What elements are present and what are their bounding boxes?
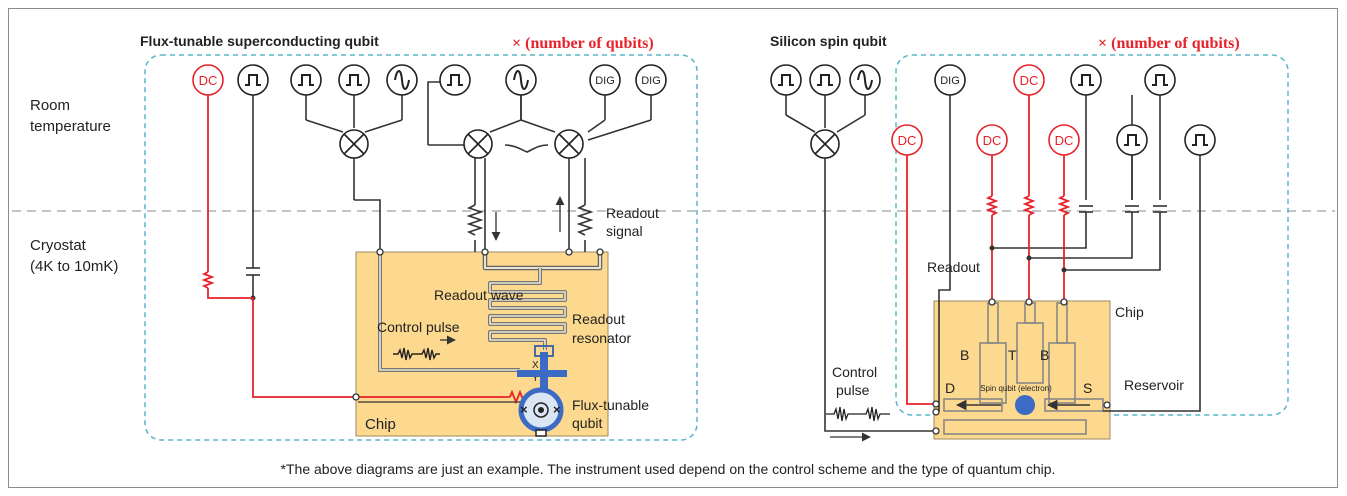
readout-resonator-label-2: resonator (572, 330, 631, 346)
dc-source-icon (1013, 64, 1045, 96)
readout-label: Readout (927, 259, 980, 275)
dc-source-icon (192, 64, 224, 96)
left-chip-label: Chip (365, 416, 396, 433)
flux-qubit-label-2: qubit (572, 415, 602, 431)
svg-text:×: × (520, 402, 528, 417)
figure-frame (8, 8, 1338, 488)
pulse-icon (1116, 124, 1148, 156)
pulse-icon (770, 64, 802, 96)
pulse-icon (338, 64, 370, 96)
mixer-icon (339, 129, 369, 159)
drain-label: D (945, 380, 955, 396)
x-label: X (532, 360, 539, 371)
svg-text:DC: DC (1055, 133, 1074, 148)
digitizer-icon (635, 64, 667, 96)
svg-text:DIG: DIG (595, 75, 615, 87)
spin-control-pulse-waveform (826, 406, 890, 422)
cryostat-label-2: (4K to 10mK) (30, 258, 118, 275)
mixer-icon (810, 129, 840, 159)
flux-qubit-label-1: Flux-tunable (572, 397, 649, 413)
control-pulse-label-2: pulse (836, 382, 870, 398)
left-title: Flux-tunable superconducting qubit (140, 33, 379, 49)
spin-qubit-label: Spin qubit (electron) (980, 384, 1052, 393)
left-dc-line (201, 95, 528, 405)
pulse-icon (290, 64, 322, 96)
flux-tunable-qubit: × × (517, 352, 567, 437)
readout-wave-label: Readout wave (434, 287, 524, 303)
readout-signal-label-1: Readout (606, 205, 659, 221)
gate-b2-label: B (1040, 347, 1049, 363)
dc-source-icon (1048, 124, 1080, 156)
pulse-icon (1070, 64, 1102, 96)
svg-text:DIG: DIG (641, 75, 661, 87)
dc-label: DC (199, 73, 218, 88)
right-wires (785, 95, 1201, 432)
source-label: S (1083, 380, 1092, 396)
left-multiplier: × (number of qubits) (512, 35, 654, 52)
digitizer-icon (589, 64, 621, 96)
room-label-1: Room (30, 97, 70, 114)
gate-b1-label: B (960, 347, 969, 363)
right-chip-label: Chip (1115, 304, 1144, 320)
readout-signal-label-2: signal (606, 223, 643, 239)
pulse-icon (1144, 64, 1176, 96)
mixer-icon (554, 129, 584, 159)
pulse-icon (439, 64, 471, 96)
pulse-icon (1184, 124, 1216, 156)
left-qubit-group-box (144, 54, 698, 441)
left-attenuator-out (576, 204, 594, 236)
readout-resonator-label-1: Readout (572, 311, 625, 327)
gate-t-label: T (1008, 347, 1017, 363)
reservoir-label: Reservoir (1124, 377, 1184, 393)
dc-source-icon (891, 124, 923, 156)
svg-text:DC: DC (898, 133, 917, 148)
svg-text:×: × (553, 402, 561, 417)
digitizer-icon (934, 64, 966, 96)
control-pulse-label-1: Control (832, 364, 877, 380)
y-label: Y (532, 373, 539, 384)
control-pulse-label: Control pulse (377, 319, 460, 335)
footnote: *The above diagrams are just an example.… (281, 461, 1056, 477)
room-label-2: temperature (30, 118, 111, 135)
left-chip (355, 251, 609, 437)
right-multiplier: × (number of qubits) (1098, 35, 1240, 52)
right-title: Silicon spin qubit (770, 33, 887, 49)
right-chip (933, 300, 1111, 440)
right-qubit-group-box (895, 54, 1289, 416)
left-attenuator-in (466, 204, 484, 236)
svg-text:DC: DC (1020, 73, 1039, 88)
pulse-icon (809, 64, 841, 96)
svg-text:DIG: DIG (940, 75, 960, 87)
cryostat-label-1: Cryostat (30, 237, 87, 254)
mixer-icon (463, 129, 493, 159)
spin-qubit-electron (1015, 395, 1035, 415)
control-pulse-waveform (393, 347, 440, 361)
svg-text:DC: DC (983, 133, 1002, 148)
right-dc-lines (906, 95, 1071, 405)
pulse-icon (237, 64, 269, 96)
dc-source-icon (976, 124, 1008, 156)
